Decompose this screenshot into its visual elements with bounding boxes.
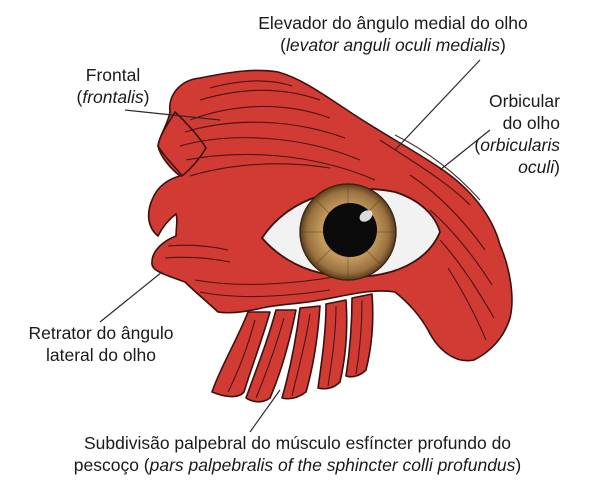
leader-orbicular	[440, 130, 490, 170]
palpebral-strip-4	[318, 300, 347, 389]
leader-retractor	[100, 272, 162, 322]
palpebral-strip-5	[346, 294, 373, 377]
leader-levator	[395, 60, 480, 150]
